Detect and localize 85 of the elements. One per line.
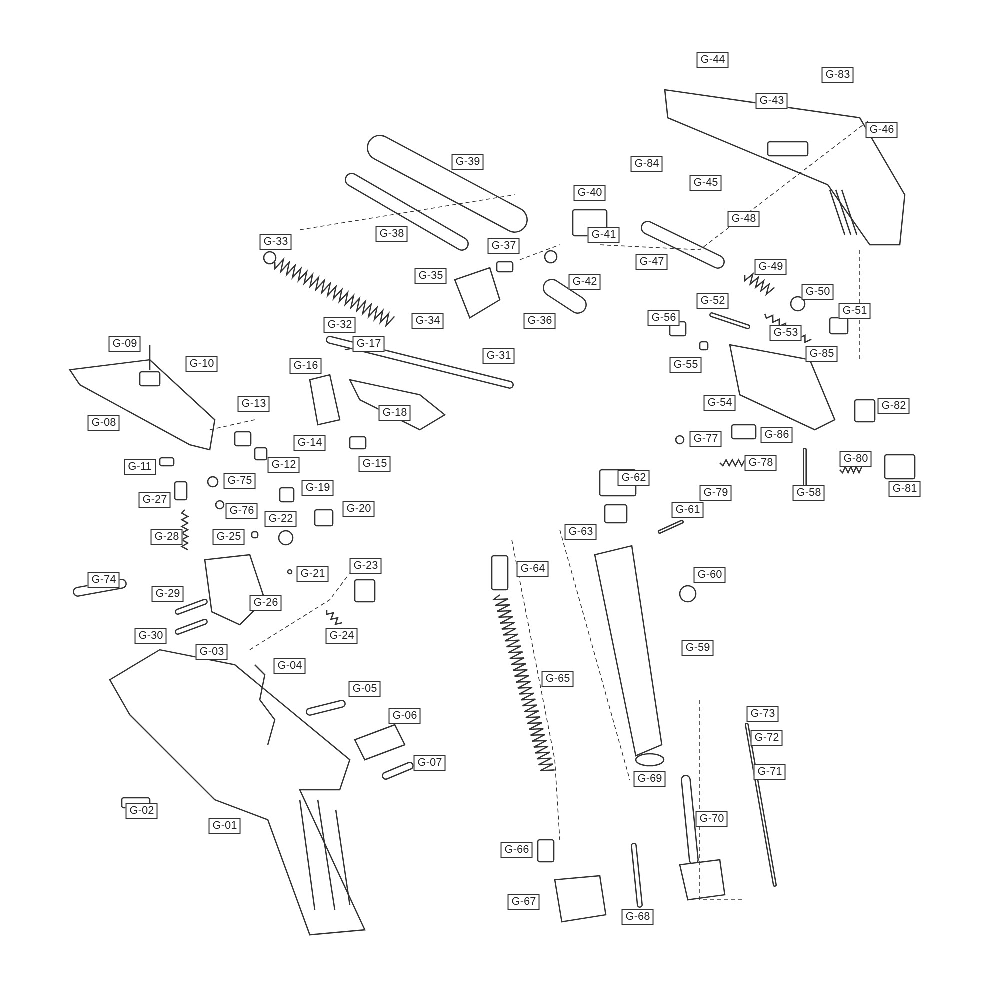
callout-number: G-82: [878, 398, 910, 414]
callout-number: G-23: [350, 558, 382, 574]
callout-number: G-86: [760, 427, 794, 443]
callout-number: G-02: [126, 803, 158, 819]
callout-number: G-29: [152, 586, 184, 602]
callout-number: G-55: [670, 357, 702, 373]
callout-number: G-12: [268, 457, 300, 473]
callout-number: G-69: [634, 771, 666, 787]
callout-number: G-45: [690, 175, 722, 191]
callout-number: G-24: [326, 628, 358, 644]
callout-number: G-74: [88, 572, 120, 588]
callout-number: G-79: [700, 485, 732, 501]
callout-number: G-58: [792, 485, 826, 501]
callout-number: G-75: [224, 473, 256, 489]
callout-number: G-84: [630, 156, 664, 172]
callout-number: G-25: [212, 529, 246, 545]
callout-number: G-62: [618, 470, 650, 486]
callout-number: G-68: [622, 909, 654, 925]
callout-number: G-26: [250, 595, 282, 611]
callout-number: G-78: [744, 455, 778, 471]
callout-number: G-40: [574, 185, 606, 201]
callout-number: G-85: [806, 346, 838, 362]
callout-number: G-72: [750, 730, 784, 746]
callout-number: G-04: [274, 658, 306, 674]
callout-number: G-36: [524, 313, 556, 329]
callout-number: G-64: [516, 561, 550, 577]
callout-number: G-19: [302, 480, 334, 496]
callout-number: G-32: [324, 317, 356, 333]
callout-number: G-49: [754, 259, 788, 275]
callout-number: G-35: [414, 268, 448, 284]
callout-number: G-21: [296, 566, 330, 582]
callout-number: G-31: [482, 348, 516, 364]
callout-number: G-27: [138, 492, 172, 508]
callout-number: G-51: [838, 303, 872, 319]
callout-number: G-50: [802, 284, 834, 300]
callout-number: G-48: [728, 211, 760, 227]
callout-number: G-47: [636, 254, 668, 270]
callout-number: G-56: [648, 310, 680, 326]
callout-number: G-06: [388, 708, 422, 724]
callout-number: G-60: [694, 567, 726, 583]
callout-number: G-41: [588, 227, 620, 243]
callout-number: G-11: [124, 459, 156, 475]
callout-number: G-53: [770, 325, 802, 341]
callout-number: G-39: [452, 154, 484, 170]
callout-number: G-80: [840, 451, 872, 467]
callout-number: G-61: [672, 502, 704, 518]
callout-number: G-01: [208, 818, 242, 834]
callout-number: G-42: [568, 274, 602, 290]
callout-number: G-15: [358, 456, 392, 472]
callout-number: G-46: [866, 122, 898, 138]
callout-number: G-66: [500, 842, 534, 858]
callout-number: G-14: [294, 435, 326, 451]
callout-number: G-59: [682, 640, 714, 656]
callout-number: G-54: [704, 395, 736, 411]
callout-number: G-52: [696, 293, 730, 309]
callout-number: G-63: [564, 524, 598, 540]
callout-number: G-13: [238, 396, 270, 412]
callout-number: G-38: [376, 226, 408, 242]
callout-number: G-16: [290, 358, 322, 374]
callout-number: G-08: [88, 415, 120, 431]
callout-number: G-10: [186, 356, 218, 372]
callout-number: G-34: [412, 313, 444, 329]
callout-number: G-65: [542, 671, 574, 687]
callout-number: G-70: [696, 811, 728, 827]
callout-number: G-73: [746, 706, 780, 722]
callout-number: G-77: [690, 431, 722, 447]
callout-number: G-20: [342, 501, 376, 517]
callout-number: G-18: [378, 405, 412, 421]
callout-number: G-30: [134, 628, 168, 644]
callout-number: G-81: [888, 481, 922, 497]
callout-number: G-09: [108, 336, 142, 352]
callout-number: G-67: [508, 894, 540, 910]
callout-number: G-71: [754, 764, 786, 780]
callout-number: G-83: [822, 67, 854, 83]
callout-number: G-22: [264, 511, 298, 527]
callout-number: G-33: [260, 234, 292, 250]
callout-number: G-76: [226, 503, 258, 519]
callout-number: G-28: [150, 529, 184, 545]
callout-number: G-05: [348, 681, 382, 697]
callout-number: G-17: [352, 336, 386, 352]
callout-number: G-44: [696, 52, 730, 68]
callout-number: G-07: [414, 755, 446, 771]
callout-number: G-03: [196, 644, 228, 660]
callout-number: G-37: [488, 238, 520, 254]
callout-number: G-43: [756, 93, 788, 109]
